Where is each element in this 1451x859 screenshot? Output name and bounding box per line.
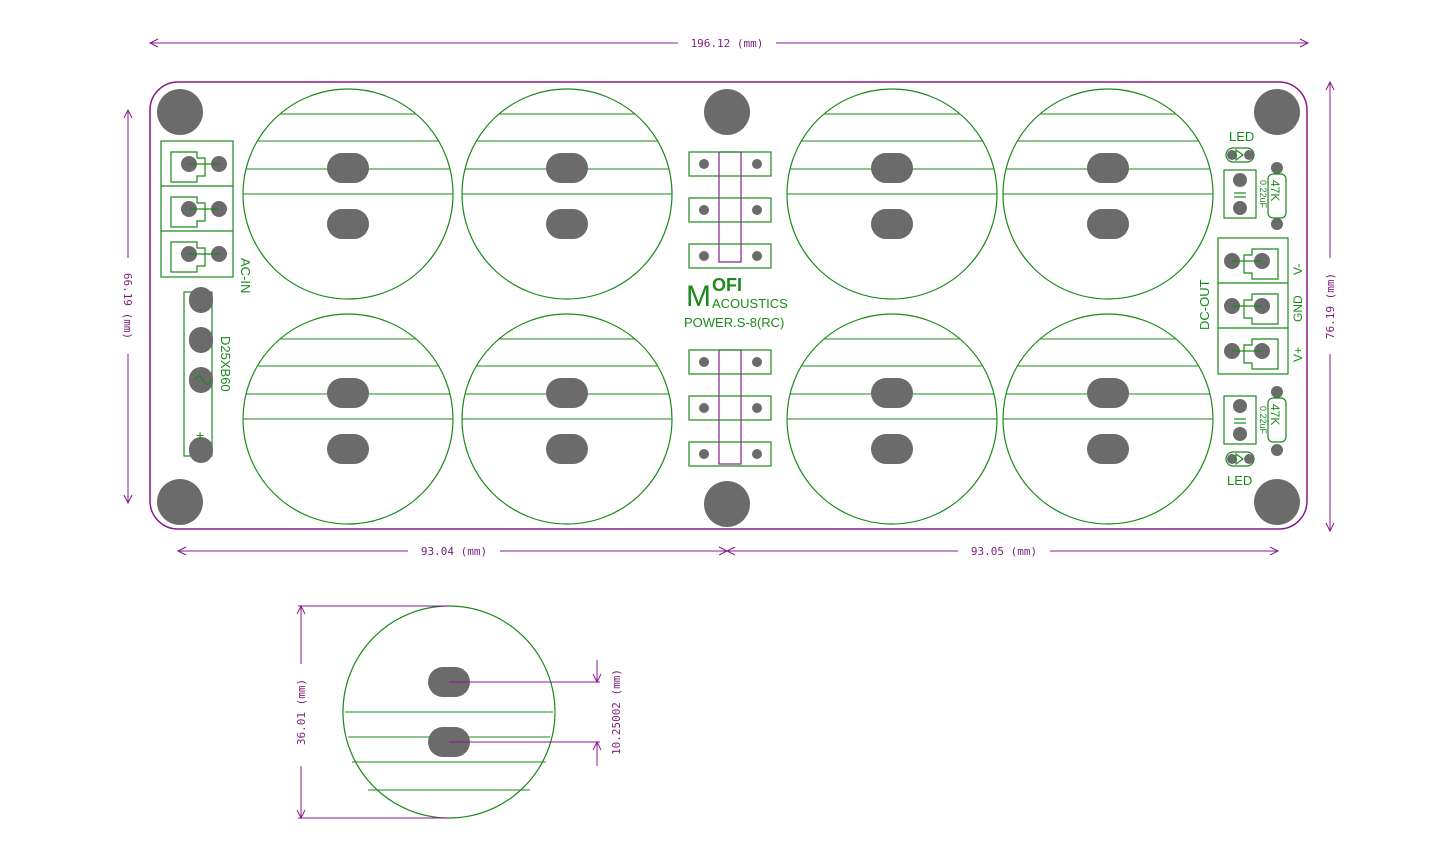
bridge-rectifier: - + D25XB60: [183, 287, 233, 463]
capacitor-group: [242, 88, 1214, 525]
v-plus-label: V+: [1291, 347, 1305, 362]
gnd-label: GND: [1291, 295, 1305, 322]
bridge-label: D25XB60: [218, 336, 233, 392]
ac-in-label: AC-IN: [238, 258, 253, 293]
dimension-left-height: 66.19 (mm): [120, 108, 136, 505]
res-bottom-value: 47K: [1268, 404, 1282, 425]
dimension-top-label: 196.12 (mm): [691, 37, 764, 50]
dimension-pin-spacing-label: 10.25002 (mm): [610, 669, 623, 755]
dc-out-label: DC-OUT: [1197, 279, 1212, 330]
bridge-plus: +: [196, 427, 204, 443]
res-top-value: 47K: [1268, 180, 1282, 201]
logo-ofi: OFI: [712, 275, 742, 295]
cap-top-value: 0.22uF: [1258, 180, 1268, 209]
logo: M OFI ACOUSTICS POWER.S-8(RC): [684, 275, 788, 330]
capacitor-detail: 36.01 (mm) 10.25002 (mm): [293, 604, 623, 820]
dimension-bottom-left-label: 93.04 (mm): [421, 545, 487, 558]
v-minus-label: V-: [1291, 264, 1305, 275]
dimension-bottom: 93.04 (mm) 93.05 (mm): [176, 544, 1280, 558]
dimension-right-label: 76.19 (mm): [1324, 273, 1337, 339]
capacitor: [242, 88, 454, 300]
rc-bottom: 0.22uF 47K LED: [1223, 386, 1287, 488]
ac-in-terminal: AC-IN: [160, 140, 253, 293]
logo-acoustics: ACOUSTICS: [712, 296, 788, 311]
dimension-right-height: 76.19 (mm): [1322, 80, 1338, 533]
cap-bottom-value: 0.22uF: [1258, 406, 1268, 435]
dimension-left-label: 66.19 (mm): [121, 273, 134, 339]
capacitor: [242, 313, 454, 525]
rc-top: LED 0.22uF 47K: [1223, 129, 1287, 230]
dimension-top-width: 196.12 (mm): [148, 36, 1310, 50]
dc-out-terminal: DC-OUT V- GND V+: [1197, 237, 1305, 375]
capacitor: [1002, 88, 1214, 300]
dimension-bottom-right-label: 93.05 (mm): [971, 545, 1037, 558]
capacitor: [1002, 313, 1214, 525]
model-label: POWER.S-8(RC): [684, 315, 784, 330]
bridge-minus: -: [197, 301, 202, 317]
capacitor: [461, 88, 673, 300]
dimension-cap-diameter-label: 36.01 (mm): [295, 679, 308, 745]
led-top-label: LED: [1229, 129, 1254, 144]
capacitor: [461, 313, 673, 525]
logo-mark: M: [686, 280, 711, 313]
capacitor: [786, 313, 998, 525]
mounting-holes: [157, 89, 1300, 527]
center-resistors: [688, 151, 772, 467]
board-outline: [149, 81, 1308, 530]
led-bottom-label: LED: [1227, 473, 1252, 488]
capacitor: [786, 88, 998, 300]
